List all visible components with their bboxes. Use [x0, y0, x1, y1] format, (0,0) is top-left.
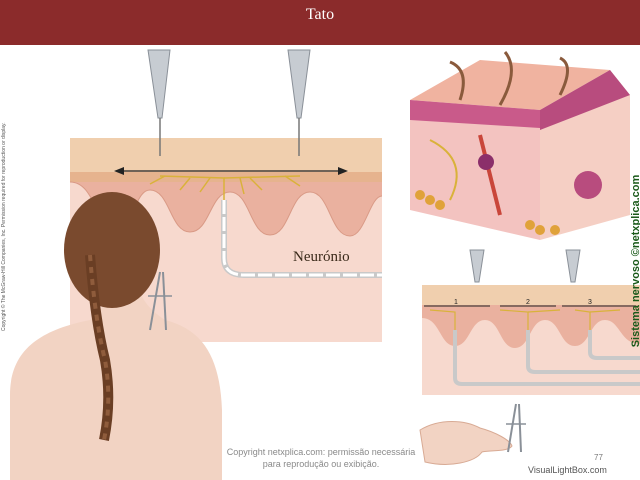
watermark-text: VisualLightBox.com — [528, 465, 607, 475]
side-credit-text: Sistema nervoso ©netxplica.com — [630, 171, 640, 351]
skin-block-3d — [410, 52, 630, 240]
hand-illustration — [420, 404, 526, 464]
point-number-1: 1 — [454, 299, 458, 306]
point-number-3: 3 — [588, 299, 592, 306]
bottom-copyright-text: Copyright netxplica.com: permissão neces… — [226, 446, 416, 470]
side-copyright-text: Copyright © The McGraw-Hill Companies, I… — [1, 131, 11, 331]
neuron-label: Neurónio — [293, 249, 350, 266]
skin-cross-section-small: 1 2 3 — [422, 250, 640, 395]
point-number-2: 2 — [526, 299, 530, 306]
page-number: 77 — [594, 453, 603, 462]
